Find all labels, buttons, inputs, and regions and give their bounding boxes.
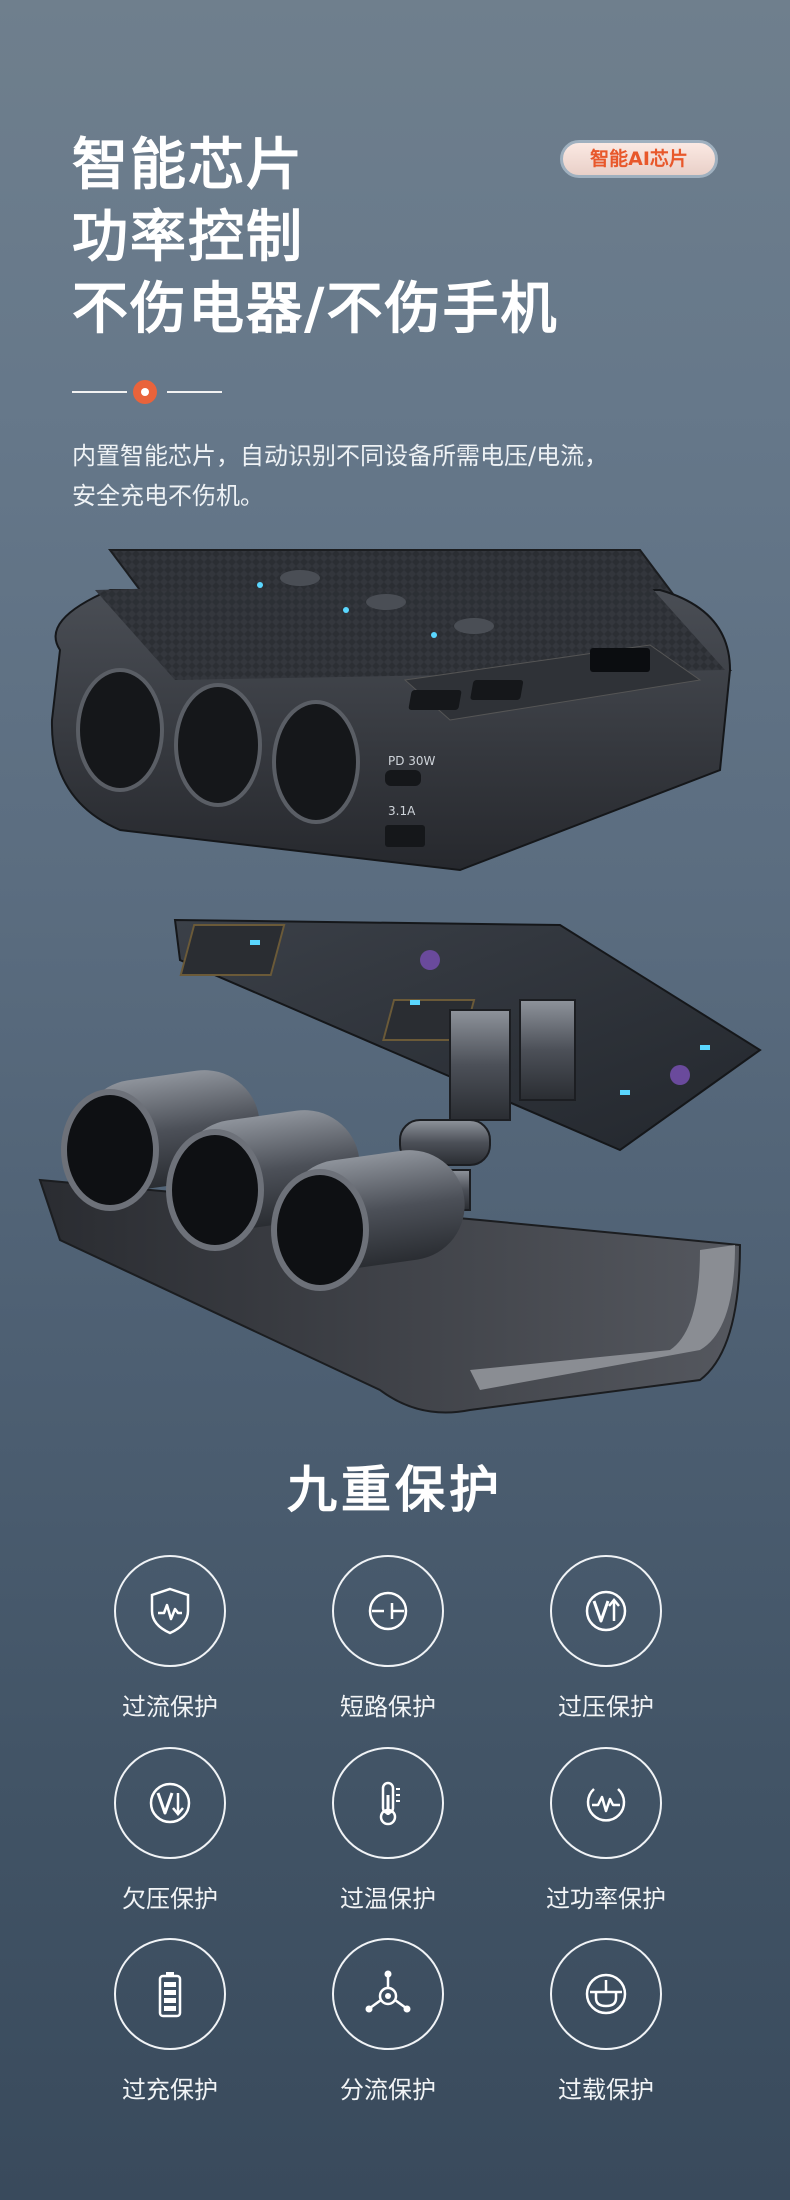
voltage-up-icon	[585, 1590, 627, 1632]
feature-label: 过压保护	[558, 1693, 654, 1721]
feature-overcharge: 过充保护	[72, 1938, 272, 2108]
headline-line-1: 智能芯片	[72, 133, 304, 198]
feature-icon-circle	[550, 1555, 662, 1667]
feature-icon-circle	[114, 1555, 226, 1667]
feature-icon-circle	[114, 1938, 226, 2050]
product-exploded-illustration: PD 30W 3.1A	[38, 549, 762, 1414]
feature-overtemperature: 过温保护	[290, 1747, 490, 1917]
description: 内置智能芯片，自动识别不同设备所需电压/电流， 安全充电不伤机。	[72, 436, 732, 516]
feature-icon-circle	[550, 1938, 662, 2050]
battery-icon	[158, 1972, 182, 2018]
feature-label: 分流保护	[340, 2076, 436, 2104]
feature-label: 短路保护	[340, 1693, 436, 1721]
feature-label: 过流保护	[122, 1693, 218, 1721]
section-title: 九重保护	[287, 1461, 503, 1519]
divider-line-left	[72, 391, 127, 393]
feature-overpower: 过功率保护	[508, 1747, 708, 1917]
voltage-down-icon	[149, 1782, 191, 1824]
feature-short-circuit: 短路保护	[290, 1555, 490, 1725]
feature-label: 过充保护	[122, 2076, 218, 2104]
shield-wave-icon	[150, 1587, 190, 1635]
ai-chip-badge: 智能AI芯片	[560, 140, 718, 178]
power-wave-icon	[586, 1788, 626, 1822]
short-circuit-icon	[368, 1591, 408, 1631]
feature-label: 过载保护	[558, 2076, 654, 2104]
description-line-2: 安全充电不伤机。	[72, 482, 264, 510]
overload-icon	[585, 1973, 627, 2015]
description-line-1: 内置智能芯片，自动识别不同设备所需电压/电流，	[72, 442, 609, 470]
headline: 智能芯片 功率控制 不伤电器/不伤手机	[72, 130, 558, 346]
feature-icon-circle	[114, 1747, 226, 1859]
pd-power-label: PD 30W	[388, 754, 436, 768]
current-label: 3.1A	[388, 804, 416, 818]
feature-label: 过功率保护	[546, 1885, 666, 1913]
thermometer-icon	[379, 1781, 400, 1826]
feature-icon-circle	[332, 1555, 444, 1667]
feature-overload: 过载保护	[508, 1938, 708, 2108]
feature-overcurrent: 过流保护	[72, 1555, 272, 1725]
feature-undervoltage: 欠压保护	[72, 1747, 272, 1917]
feature-icon-circle	[332, 1938, 444, 2050]
feature-label: 欠压保护	[122, 1885, 218, 1913]
circuit-board	[173, 918, 762, 1211]
protection-grid: 过流保护 短路保护 过压保护	[72, 1555, 718, 2115]
headline-line-2: 功率控制	[72, 205, 304, 270]
feature-icon-circle	[332, 1747, 444, 1859]
headline-line-3: 不伤电器/不伤手机	[72, 277, 559, 342]
socket-cylinders	[61, 1070, 465, 1291]
feature-icon-circle	[550, 1747, 662, 1859]
divider	[72, 380, 222, 404]
feature-split-flow: 分流保护	[290, 1938, 490, 2108]
divider-line-right	[167, 391, 222, 393]
divider-dot-icon	[133, 380, 157, 404]
split-flow-icon	[365, 1970, 411, 2013]
feature-label: 过温保护	[340, 1885, 436, 1913]
top-shell	[50, 549, 732, 872]
feature-overvoltage: 过压保护	[508, 1555, 708, 1725]
bottom-shell	[38, 1070, 742, 1414]
